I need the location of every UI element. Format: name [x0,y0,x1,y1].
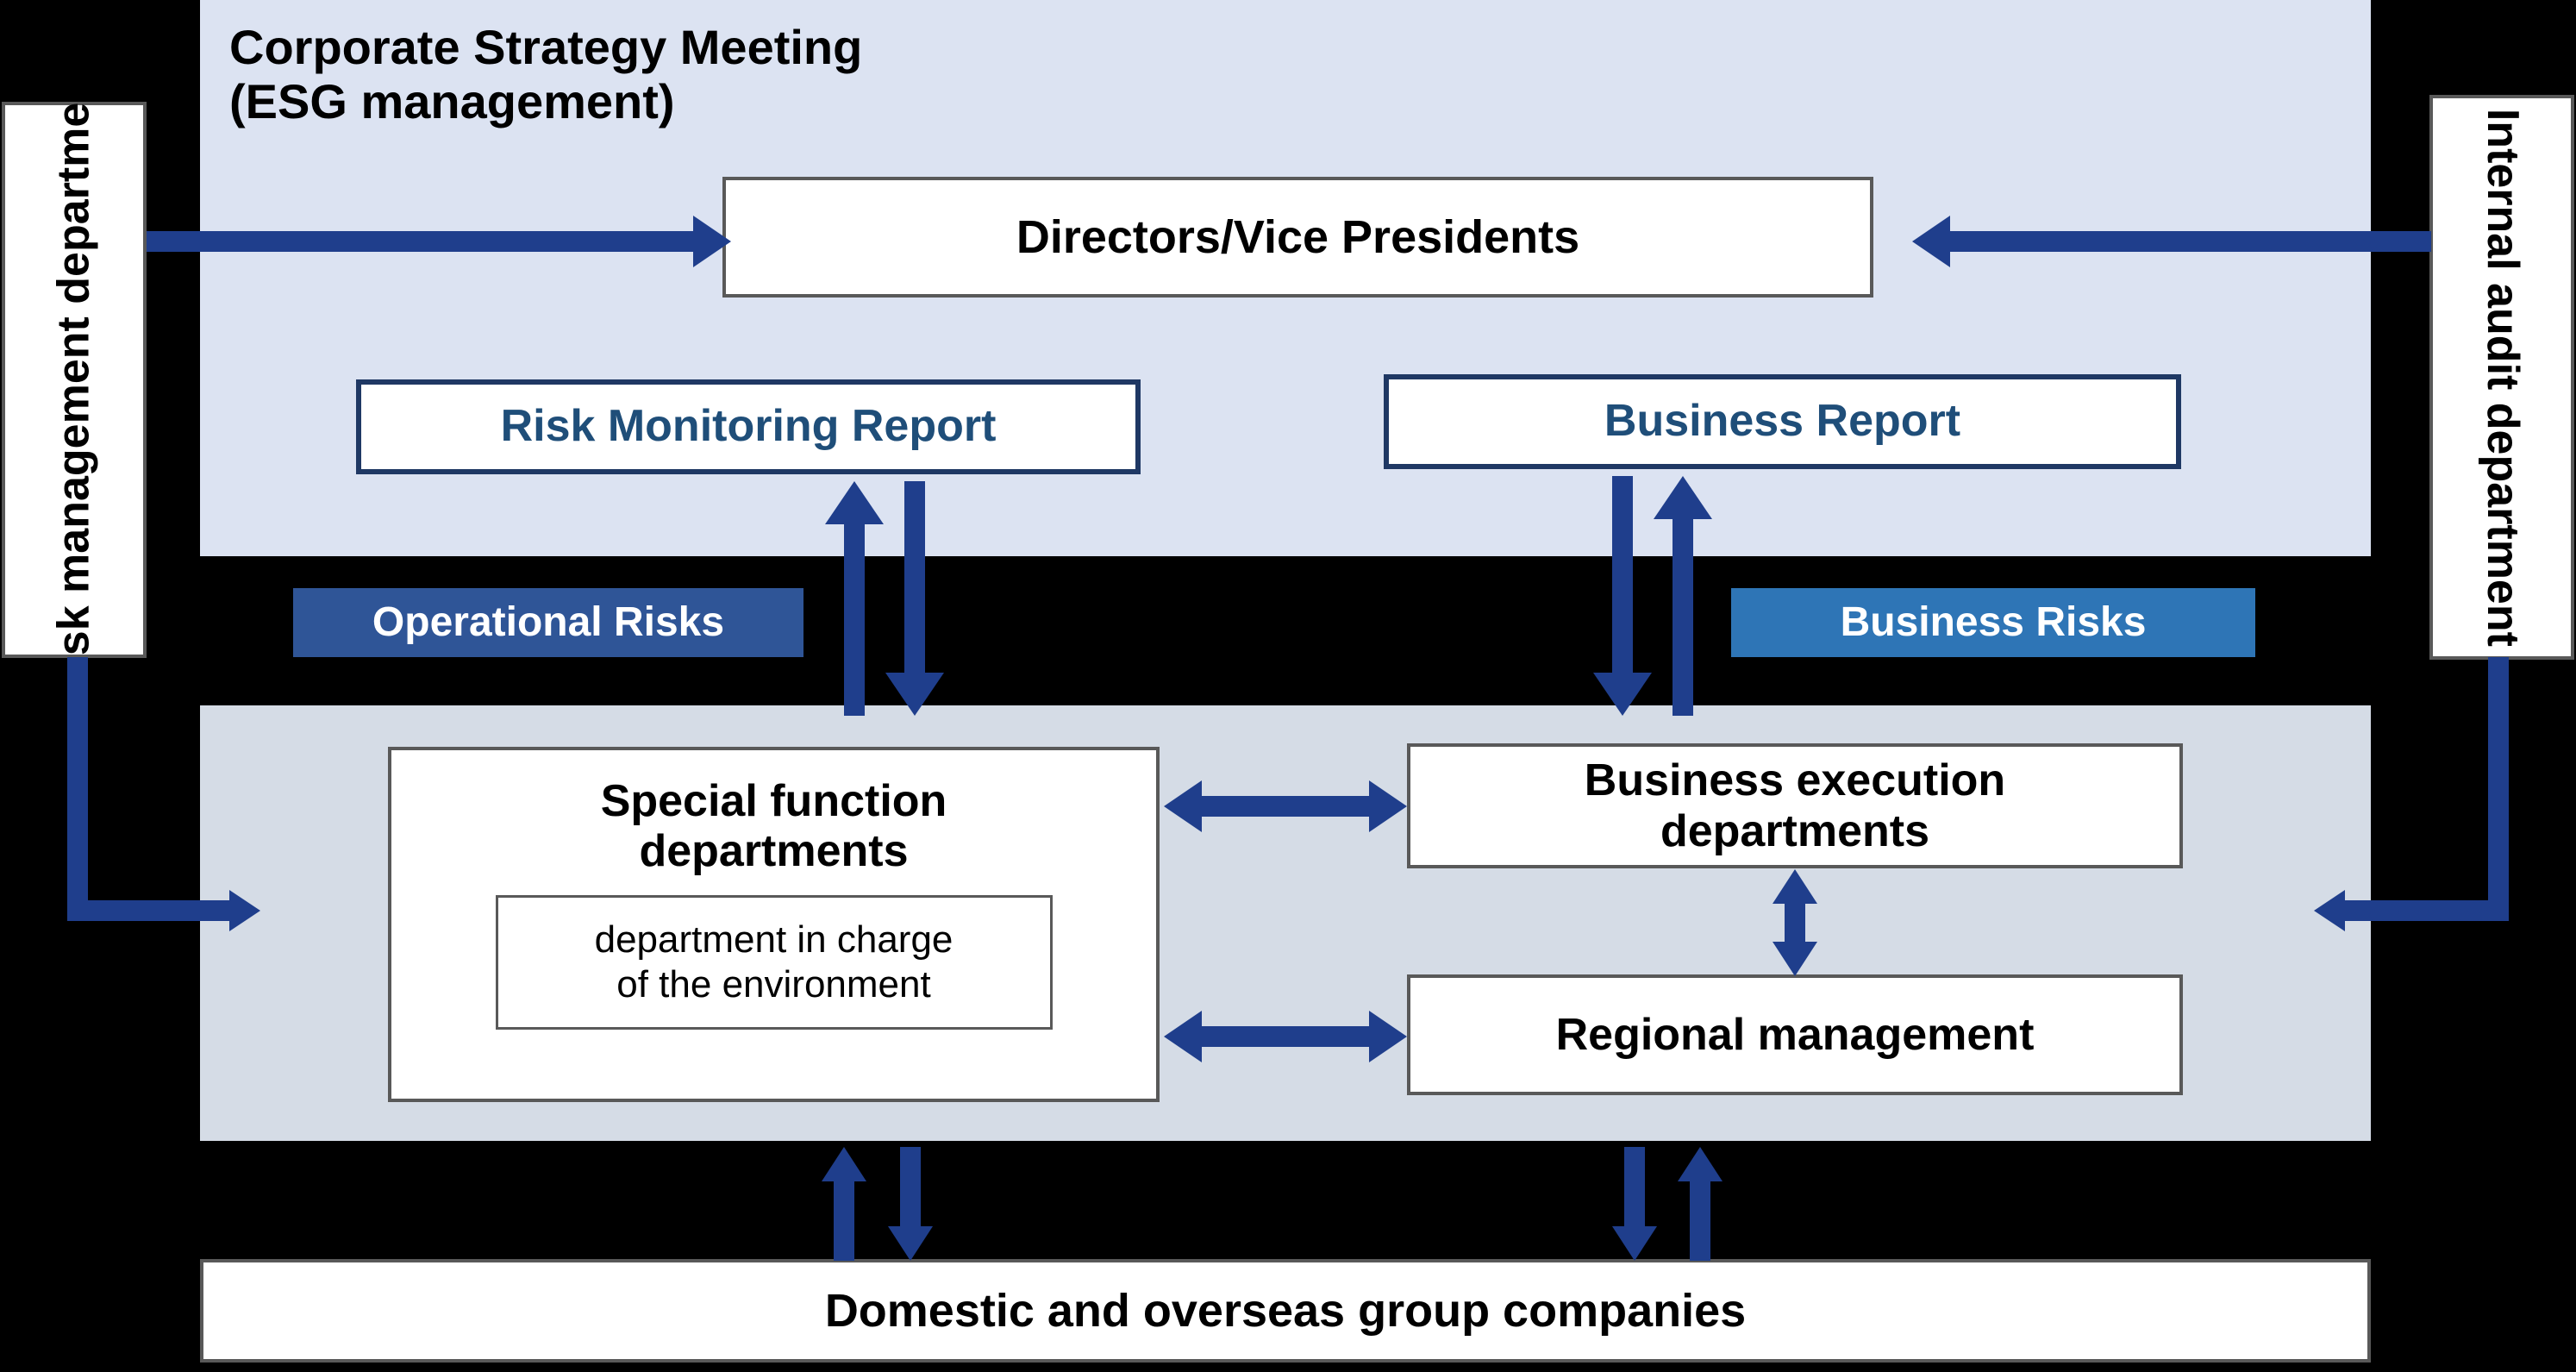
arrow-special-to-regional-management [1164,1011,1407,1062]
arrow-audit-dept-to-directors [1912,216,2431,267]
business-risks-label: Business Risks [1840,598,2147,645]
arrow-up-group-companies-right [1671,1147,1729,1261]
directors-label: Directors/Vice Presidents [1016,210,1580,263]
arrow-down-group-companies-right [1605,1147,1664,1261]
arrow-up-group-companies-left [815,1147,873,1261]
risk-management-department-label: Risk management department [48,60,99,700]
group-companies-box: Domestic and overseas group companies [200,1259,2371,1363]
regional-management-box: Regional management [1407,974,2183,1095]
operational-risks-badge: Operational Risks [293,588,803,657]
business-report-label: Business Report [1604,396,1961,447]
business-risks-badge: Business Risks [1731,588,2255,657]
risk-monitoring-report-label: Risk Monitoring Report [500,401,997,452]
panel-title: Corporate Strategy Meeting (ESG manageme… [229,20,863,128]
arrow-audit-dept-to-operations [2310,657,2509,942]
arrow-up-business-report [1654,476,1712,716]
internal-audit-department-label: Internal audit department [2477,108,2528,647]
special-function-departments-box: Special function departments department … [388,747,1160,1102]
environment-department-box: department in charge of the environment [495,895,1053,1031]
risk-management-department-box: Risk management department [2,60,147,700]
arrow-risk-dept-to-operations [67,657,266,942]
arrow-up-risk-report [825,481,884,716]
arrow-down-business-report [1593,476,1652,716]
business-execution-departments-label: Business execution departments [1584,755,2006,856]
risk-monitoring-report-box: Risk Monitoring Report [356,379,1141,474]
arrow-risk-dept-to-directors [147,216,733,267]
regional-management-label: Regional management [1555,1009,2035,1060]
arrow-business-execution-to-regional [1766,869,1824,976]
group-companies-label: Domestic and overseas group companies [824,1284,1747,1337]
arrow-down-group-companies-left [881,1147,940,1261]
special-function-departments-label: Special function departments [600,776,947,877]
business-execution-departments-box: Business execution departments [1407,743,2183,868]
arrow-special-to-business-execution [1164,780,1407,832]
environment-department-label: department in charge of the environment [594,918,953,1006]
business-report-box: Business Report [1384,374,2181,469]
operational-risks-label: Operational Risks [372,598,725,645]
arrow-down-risk-report [885,481,944,716]
directors-vice-presidents-box: Directors/Vice Presidents [722,177,1873,298]
internal-audit-department-box: Internal audit department [2429,95,2574,660]
